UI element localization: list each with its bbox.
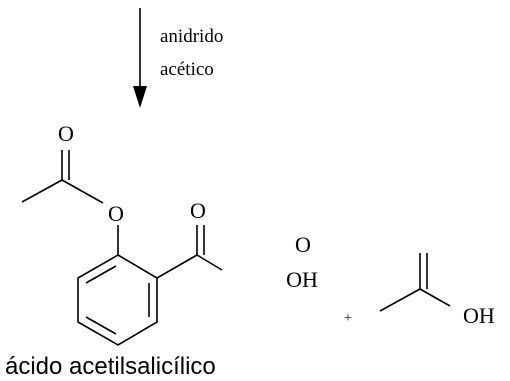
enol-structure — [379, 253, 451, 312]
reaction-arrow — [133, 8, 147, 108]
ring-double-bond-3 — [85, 316, 117, 335]
bond-carbonyl-ester-o — [61, 179, 104, 204]
bond-ring-ketone — [156, 254, 198, 279]
acid-oxygen: O — [295, 232, 311, 257]
ring-double-bond-1 — [85, 265, 117, 284]
enol-hydroxyl: OH — [463, 303, 495, 328]
benzene-ring — [77, 254, 158, 346]
bond-enol-methyl — [379, 288, 421, 312]
ester-carbonyl-oxygen: O — [58, 121, 74, 146]
reagent-label-line1: anidrido — [160, 26, 223, 47]
product-structure — [21, 150, 223, 346]
acid-hydroxyl: OH — [286, 267, 318, 292]
product-name: ácido acetilsalicílico — [5, 353, 216, 380]
ketone-oxygen: O — [190, 198, 206, 223]
arrow-head — [133, 86, 147, 108]
reagent-label-line2: acético — [160, 59, 214, 80]
ester-oxygen: O — [108, 201, 124, 226]
bond-methyl-carbonyl — [21, 179, 63, 203]
bond-ketone-methyl — [196, 254, 223, 271]
plus-sign: + — [344, 311, 352, 326]
bond-enol-hydroxyl — [419, 288, 451, 307]
